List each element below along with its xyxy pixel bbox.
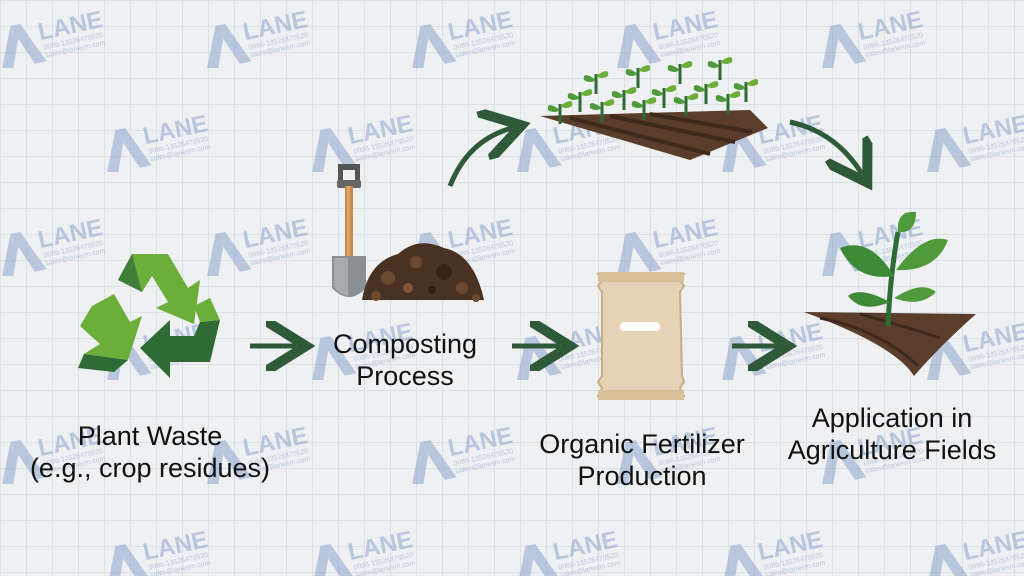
label-composting-line2: Process (356, 361, 454, 391)
label-application-line2: Agriculture Fields (787, 435, 997, 465)
label-fertilizer-line1: Organic Fertilizer (539, 429, 745, 459)
compost-pile-icon (362, 243, 484, 302)
label-application-line1: Application in (811, 403, 973, 433)
crop-field-icon (540, 57, 768, 160)
label-fertilizer: Organic Fertilizer Production (516, 428, 768, 492)
label-plant-waste: Plant Waste (e.g., crop residues) (0, 420, 300, 484)
label-plant-waste-line1: Plant Waste (77, 421, 223, 451)
shovel-icon (332, 164, 366, 297)
curved-arrow-icon (447, 128, 512, 187)
seedling-icon (804, 211, 976, 376)
fertilizer-bag-icon (596, 272, 686, 400)
recycle-icon (78, 254, 220, 378)
label-plant-waste-line2: (e.g., crop residues) (29, 453, 271, 483)
label-composting-line1: Composting (332, 329, 478, 359)
label-composting: Composting Process (305, 328, 505, 392)
label-application: Application in Agriculture Fields (764, 402, 1020, 466)
label-fertilizer-line2: Production (577, 461, 707, 491)
curved-arrow-icon (789, 119, 862, 174)
